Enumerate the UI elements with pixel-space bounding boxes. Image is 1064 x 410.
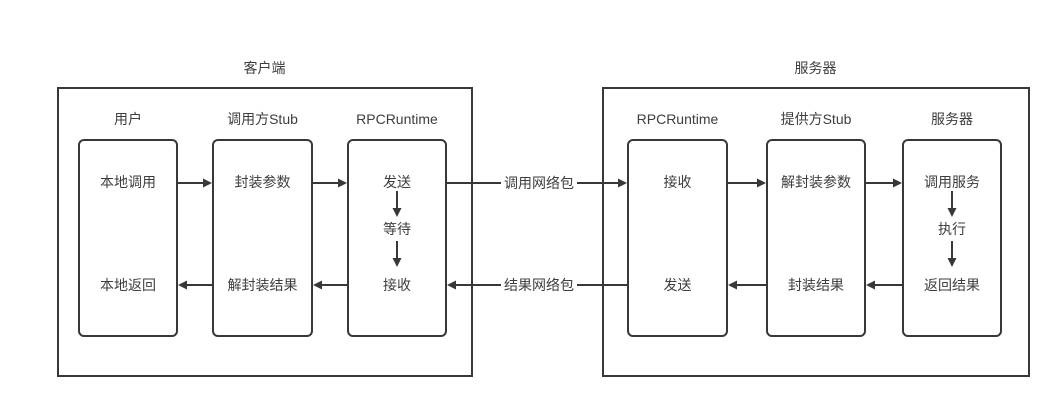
node-pack-result: 封装结果 bbox=[788, 277, 844, 293]
box-user bbox=[78, 139, 178, 337]
box-server-rpcruntime bbox=[627, 139, 728, 337]
node-unpack-params: 解封装参数 bbox=[781, 174, 851, 190]
node-server-receive: 接收 bbox=[663, 174, 692, 190]
node-pack-params: 封装参数 bbox=[234, 174, 291, 190]
header-user: 用户 bbox=[114, 111, 142, 127]
header-caller-stub: 调用方Stub bbox=[227, 111, 298, 127]
header-server-rpcruntime: RPCRuntime bbox=[636, 111, 719, 127]
node-unpack-result: 解封装结果 bbox=[227, 277, 298, 293]
box-caller-stub bbox=[212, 139, 313, 337]
header-server: 服务器 bbox=[931, 111, 973, 127]
node-execute: 执行 bbox=[938, 221, 966, 237]
server-group-title: 服务器 bbox=[794, 60, 837, 76]
node-receive: 接收 bbox=[383, 277, 411, 293]
node-send: 发送 bbox=[383, 174, 411, 190]
header-provider-stub: 提供方Stub bbox=[780, 111, 852, 127]
box-client-rpcruntime bbox=[347, 139, 447, 337]
node-local-return: 本地返回 bbox=[100, 277, 156, 293]
header-client-rpcruntime: RPCRuntime bbox=[356, 111, 438, 127]
node-wait: 等待 bbox=[383, 221, 411, 237]
client-group-title: 客户端 bbox=[243, 60, 286, 76]
label-response-packet: 结果网络包 bbox=[501, 277, 577, 293]
label-request-packet: 调用网络包 bbox=[501, 175, 577, 191]
node-call-service: 调用服务 bbox=[924, 174, 980, 190]
node-local-call: 本地调用 bbox=[100, 174, 156, 190]
server-group-box bbox=[602, 87, 1030, 377]
box-provider-stub bbox=[766, 139, 866, 337]
client-group-box bbox=[57, 87, 473, 377]
box-server bbox=[902, 139, 1002, 337]
node-server-send: 发送 bbox=[663, 277, 692, 293]
node-return-result: 返回结果 bbox=[924, 277, 980, 293]
